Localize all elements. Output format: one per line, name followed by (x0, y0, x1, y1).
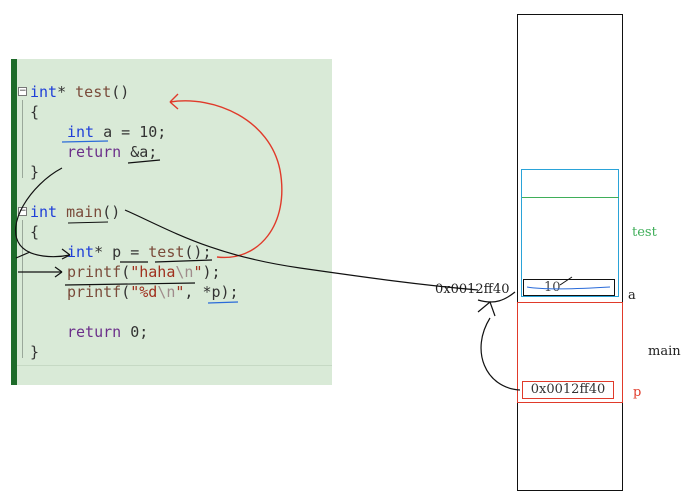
underline-main (67, 221, 109, 224)
red-return-arrow (169, 100, 283, 259)
cell-a-strike (559, 276, 573, 286)
p-to-a-curve (480, 317, 521, 391)
stack-frame-test (521, 169, 619, 297)
parens: () (111, 83, 130, 101)
code-line-open-brace: { (30, 103, 40, 121)
decl-p: * p = (94, 243, 149, 261)
return-rest: &a; (121, 143, 158, 161)
code-line-printf-p: printf("%d\n", *p); (67, 282, 239, 302)
printf-name: printf (67, 263, 122, 281)
code-line-call-test: int* p = test(); (67, 242, 212, 262)
string-end: " (175, 283, 185, 301)
cell-a-value: 10 (544, 280, 561, 295)
marker-return (15, 251, 31, 259)
string-literal: "haha (130, 263, 176, 281)
keyword-int: int (30, 203, 58, 221)
escape-newline: \n (157, 283, 176, 301)
function-name-main: main (66, 203, 103, 221)
arrow-to-printf-head (54, 266, 63, 278)
stack-frame-main (517, 302, 623, 403)
code-line-decl-a: int a = 10; (67, 122, 166, 142)
return-rest: 0; (121, 323, 149, 341)
label-test-frame: test (632, 225, 657, 240)
string-literal: "%d (130, 283, 158, 301)
printf-name: printf (67, 283, 122, 301)
label-main-frame: main (648, 344, 681, 359)
label-var-p: p (633, 385, 642, 400)
underline-return-a (127, 159, 161, 164)
paren-close: ); (202, 263, 221, 281)
code-line-close-brace: } (30, 343, 40, 361)
code-line-return-0: return 0; (67, 322, 148, 342)
address-to-cell-arrow (477, 291, 516, 303)
paren-open: ( (121, 263, 131, 281)
underline-int-a (61, 140, 109, 143)
address-arrowhead (477, 300, 496, 317)
paren-open: ( (121, 283, 131, 301)
pointer-star: * (57, 83, 67, 101)
cell-a-scribble (526, 286, 611, 290)
string-end: " (193, 263, 203, 281)
keyword-int: int (67, 123, 95, 141)
code-line-return-a: return &a; (67, 142, 157, 162)
code-editor (11, 59, 332, 385)
escape-newline: \n (175, 263, 194, 281)
keyword-int: int (67, 243, 95, 261)
memory-cell-p: 0x0012ff40 (522, 381, 614, 399)
keyword-return: return (67, 143, 122, 161)
label-var-a: a (628, 288, 636, 303)
call-test: test (148, 243, 185, 261)
underline-test-call (154, 259, 213, 263)
stack-frame-test-divider (522, 197, 619, 198)
code-line-main-signature: int main() (30, 202, 120, 222)
fold-toggle-test[interactable]: − (18, 86, 27, 96)
memory-stack (517, 14, 623, 491)
code-line-open-brace: { (30, 223, 40, 241)
underline-printf (64, 282, 196, 286)
parens: () (102, 203, 121, 221)
code-line-close-brace: } (30, 163, 40, 181)
code-line-printf-haha: printf("haha\n"); (67, 262, 221, 282)
red-arrowhead (169, 93, 179, 110)
keyword-int: int (30, 83, 58, 101)
decl-rest: a = 10; (94, 123, 167, 141)
black-flow-arrowhead (61, 248, 71, 260)
black-flow-curve (14, 167, 71, 258)
keyword-return: return (67, 323, 122, 341)
function-name-test: test (75, 83, 112, 101)
underline-star-p (207, 301, 239, 304)
printf-args: , *p); (184, 283, 239, 301)
main-to-address-curve (124, 209, 479, 291)
code-line-test-signature: int* test() (30, 82, 129, 102)
editor-bottom-line (17, 365, 332, 366)
fold-guide-main (22, 220, 23, 358)
call-tail: (); (184, 243, 212, 261)
fold-guide-test (22, 100, 23, 178)
